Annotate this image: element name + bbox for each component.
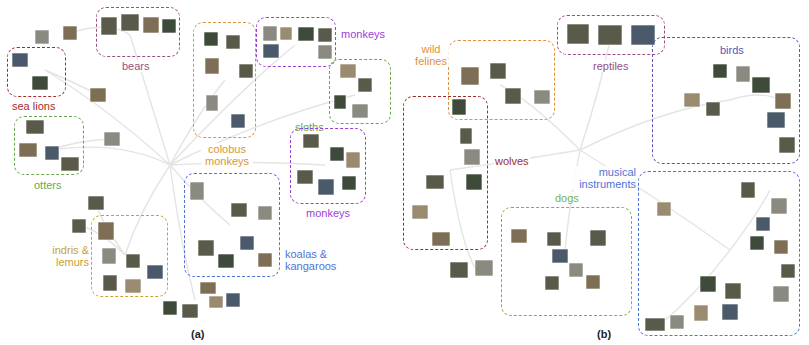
colobus-monkeys-cluster-box: colobus monkeys: [193, 22, 256, 138]
musical-instruments-cluster-box: musical instruments: [638, 171, 800, 336]
tree-branches: [45, 27, 780, 325]
cluster-label: reptiles: [592, 60, 629, 72]
cluster-label: otters: [33, 179, 63, 191]
panel-caption: (b): [597, 328, 611, 340]
cluster-label: koalas & kangaroos: [284, 248, 348, 272]
cluster-label: sloths: [294, 121, 325, 133]
indris-lemurs-cluster-box: indris & lemurs: [91, 215, 168, 297]
monkeys-cluster-box: monkeys: [290, 128, 366, 204]
cluster-label: musical instruments: [569, 166, 637, 190]
monkeys-cluster-box: monkeys: [256, 17, 336, 67]
cluster-label: sea lions: [11, 100, 56, 112]
wild-felines-cluster-box: wild felines: [448, 40, 555, 120]
image-thumbnails: [12, 14, 795, 331]
cluster-label: wolves: [494, 155, 530, 167]
sloths-cluster-box: sloths: [329, 59, 391, 124]
cluster-label: bears: [121, 60, 151, 72]
cluster-label: dogs: [554, 192, 580, 204]
reptiles-cluster-box: reptiles: [557, 15, 665, 55]
cluster-label: wild felines: [413, 43, 449, 67]
birds-cluster-box: birds: [652, 37, 800, 164]
panel-caption: (a): [191, 328, 204, 340]
cluster-label: birds: [719, 44, 745, 56]
otters-cluster-box: otters: [14, 116, 84, 175]
cluster-label: monkeys: [305, 207, 351, 219]
koalas-kangaroos-cluster-box: koalas & kangaroos: [184, 173, 280, 277]
wolves-cluster-box: wolves: [403, 96, 488, 250]
cluster-label: monkeys: [340, 28, 386, 40]
cluster-label: colobus monkeys: [201, 143, 253, 167]
dogs-cluster-box: dogs: [501, 207, 632, 316]
sea-lions-cluster-box: sea lions: [7, 47, 66, 97]
bears-cluster-box: bears: [96, 7, 180, 57]
cluster-label: indris & lemurs: [36, 244, 90, 268]
